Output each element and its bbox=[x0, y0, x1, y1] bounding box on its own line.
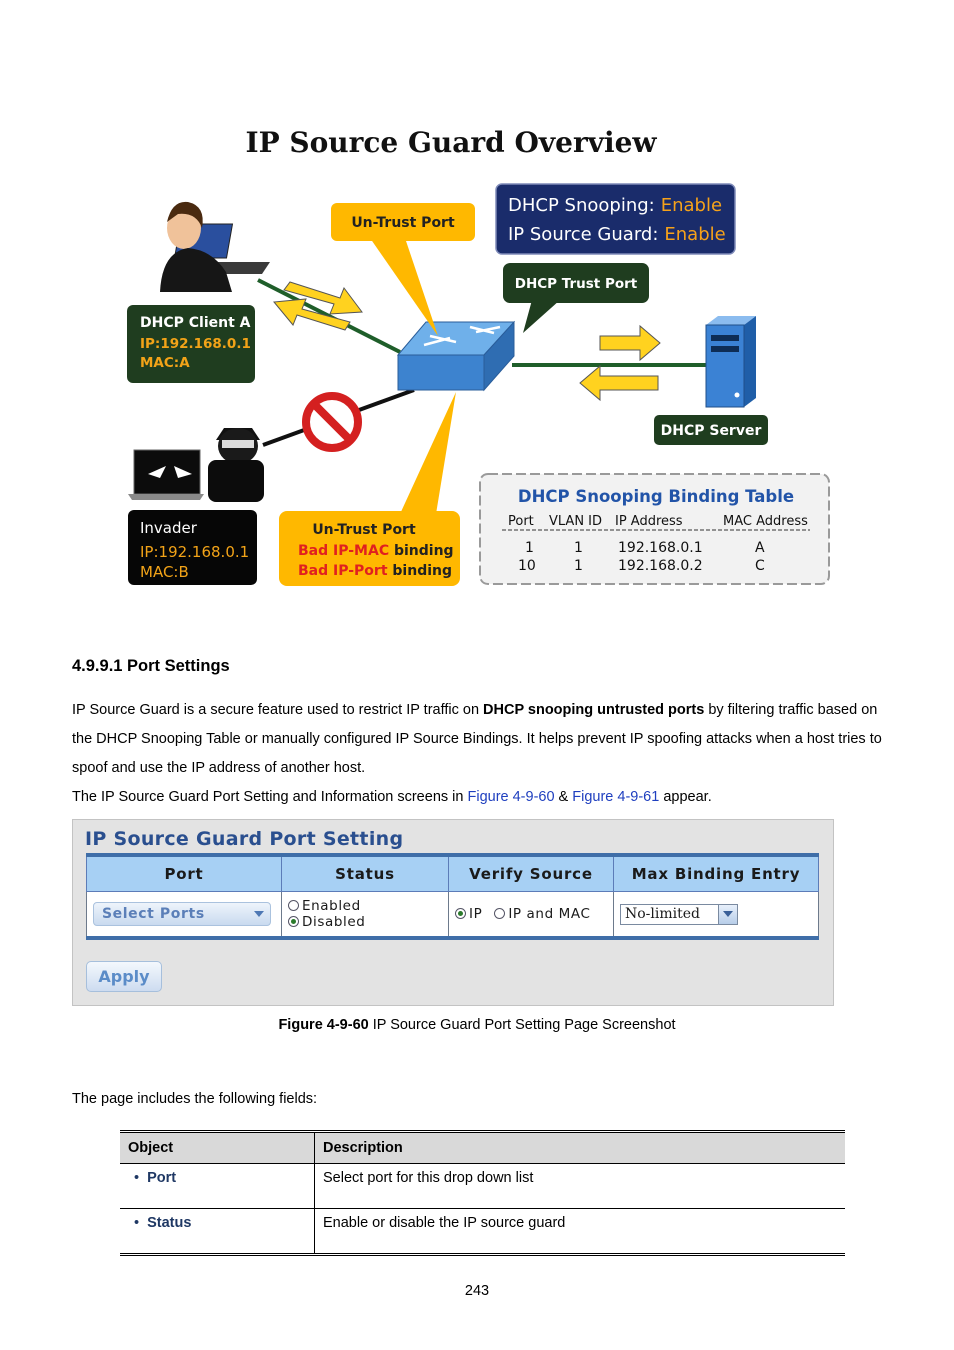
svg-text:Port: Port bbox=[508, 514, 534, 529]
figure-4-9-60-link[interactable]: Figure 4-9-60 bbox=[467, 789, 555, 805]
svg-text:Bad IP-Port binding: Bad IP-Port binding bbox=[298, 563, 452, 579]
bullet-icon: • bbox=[134, 1215, 140, 1231]
svg-text:IP:192.168.0.1: IP:192.168.0.1 bbox=[140, 336, 251, 352]
radio-ip-and-mac[interactable] bbox=[494, 908, 506, 919]
dhcp-server-icon bbox=[705, 316, 756, 408]
svg-text:A: A bbox=[755, 540, 765, 556]
svg-text:DHCP Server: DHCP Server bbox=[661, 423, 762, 439]
svg-text:Invader: Invader bbox=[140, 519, 198, 537]
svg-text:1: 1 bbox=[525, 540, 534, 556]
svg-text:IP:192.168.0.1: IP:192.168.0.1 bbox=[140, 543, 249, 561]
diagram-title: IP Source Guard Overview bbox=[245, 126, 657, 159]
svg-text:Un-Trust Port: Un-Trust Port bbox=[351, 215, 455, 231]
svg-text:MAC:B: MAC:B bbox=[140, 563, 189, 581]
svg-text:VLAN ID: VLAN ID bbox=[549, 514, 602, 529]
fields-intro: The page includes the following fields: bbox=[72, 1091, 318, 1107]
verify-source-cell: IP IP and MAC bbox=[448, 891, 614, 940]
binding-table-title: DHCP Snooping Binding Table bbox=[518, 487, 794, 506]
svg-text:Un-Trust Port: Un-Trust Port bbox=[312, 522, 416, 538]
object-description: Enable or disable the IP source guard bbox=[314, 1208, 845, 1256]
untrust-port-callout-top: Un-Trust Port bbox=[331, 203, 475, 336]
prohibited-icon bbox=[302, 392, 362, 452]
port-setting-table: Port Status Verify Source Max Binding En… bbox=[86, 853, 819, 940]
switch-icon bbox=[396, 320, 516, 392]
invader-person-icon bbox=[208, 428, 264, 502]
max-binding-cell: No-limited bbox=[613, 891, 819, 940]
radio-enabled[interactable] bbox=[288, 900, 299, 911]
header-max-binding-entry: Max Binding Entry bbox=[613, 853, 819, 892]
section-heading: 4.9.9.1 Port Settings bbox=[72, 657, 230, 675]
dhcp-trust-port-callout: DHCP Trust Port bbox=[503, 263, 649, 333]
select-ports-dropdown[interactable]: Select Ports bbox=[93, 902, 271, 926]
header-verify-source: Verify Source bbox=[448, 853, 614, 892]
verify-ip-option[interactable]: IP bbox=[455, 906, 482, 922]
table-row: • Port Select port for this drop down lis… bbox=[120, 1163, 845, 1209]
chevron-down-icon bbox=[254, 911, 264, 917]
status-cell: EnabledDisabled bbox=[281, 891, 449, 940]
arrow-left-icon bbox=[579, 364, 659, 402]
svg-text:Bad IP-MAC binding: Bad IP-MAC binding bbox=[298, 543, 454, 559]
svg-text:IP Source Guard:Enable: IP Source Guard:Enable bbox=[508, 224, 726, 245]
status-enabled-option[interactable]: Enabled bbox=[288, 898, 361, 914]
figure-caption: Figure 4-9-60 IP Source Guard Port Setti… bbox=[278, 1017, 676, 1033]
port-cell: Select Ports bbox=[86, 891, 282, 940]
svg-text:1: 1 bbox=[574, 540, 583, 556]
header-object: Object bbox=[120, 1130, 315, 1164]
radio-ip[interactable] bbox=[455, 908, 466, 919]
svg-text:C: C bbox=[755, 558, 765, 574]
object-name: Port bbox=[147, 1170, 177, 1186]
header-status: Status bbox=[281, 853, 449, 892]
verify-ip-and-mac-option[interactable]: IP and MAC bbox=[494, 906, 590, 922]
dhcp-server-label: DHCP Server bbox=[654, 415, 768, 445]
arrow-left-icon bbox=[273, 298, 351, 331]
dhcp-client-person-icon bbox=[160, 201, 270, 292]
radio-disabled[interactable] bbox=[288, 916, 299, 927]
panel-title: IP Source Guard Port Setting bbox=[85, 828, 404, 850]
figure-4-9-61-link[interactable]: Figure 4-9-61 bbox=[572, 789, 660, 805]
svg-text:10: 10 bbox=[518, 558, 536, 574]
page-number: 243 bbox=[464, 1283, 490, 1299]
header-description: Description bbox=[314, 1130, 845, 1164]
svg-text:DHCP Client A: DHCP Client A bbox=[140, 315, 251, 331]
bullet-icon: • bbox=[134, 1170, 140, 1186]
ip-source-guard-overview-diagram: IP Source Guard Overview Un-Trust Port D… bbox=[127, 126, 830, 586]
arrow-right-icon bbox=[283, 281, 363, 315]
intro-paragraph: IP Source Guard is a secure feature used… bbox=[72, 702, 882, 776]
svg-text:1: 1 bbox=[574, 558, 583, 574]
dhcp-snooping-binding-table: DHCP Snooping Binding Table Port VLAN ID… bbox=[479, 473, 830, 585]
invader-box: Invader IP:192.168.0.1 MAC:B bbox=[128, 510, 257, 585]
object-name: Status bbox=[147, 1215, 192, 1231]
figure-reference-paragraph: The IP Source Guard Port Setting and Inf… bbox=[72, 789, 712, 805]
ip-source-guard-port-setting-panel: IP Source Guard Port Setting Port Status… bbox=[72, 819, 834, 1006]
max-binding-entry-select[interactable]: No-limited bbox=[620, 903, 738, 925]
svg-text:IP Address: IP Address bbox=[615, 514, 683, 529]
svg-text:MAC Address: MAC Address bbox=[723, 514, 808, 529]
svg-text:192.168.0.2: 192.168.0.2 bbox=[618, 558, 703, 574]
object-description: Select port for this drop down list bbox=[314, 1163, 845, 1209]
status-disabled-option[interactable]: Disabled bbox=[288, 914, 365, 930]
fields-table: Object Description • Port Select port for… bbox=[120, 1130, 845, 1256]
svg-text:DHCP Snooping:Enable: DHCP Snooping:Enable bbox=[508, 195, 722, 216]
untrust-port-callout-bottom: Un-Trust Port Bad IP-MAC binding Bad IP-… bbox=[279, 392, 460, 586]
table-row: • Status Enable or disable the IP source … bbox=[120, 1208, 845, 1256]
header-port: Port bbox=[86, 853, 282, 892]
invader-laptop-icon bbox=[128, 449, 204, 500]
svg-text:DHCP Trust Port: DHCP Trust Port bbox=[515, 276, 638, 292]
svg-text:MAC:A: MAC:A bbox=[140, 355, 190, 371]
dhcp-client-box: DHCP Client A IP:192.168.0.1 MAC:A bbox=[127, 305, 255, 383]
svg-text:192.168.0.1: 192.168.0.1 bbox=[618, 540, 703, 556]
apply-button[interactable]: Apply bbox=[86, 961, 162, 992]
chevron-down-icon bbox=[718, 904, 737, 924]
status-box: DHCP Snooping:Enable IP Source Guard:Ena… bbox=[495, 183, 736, 255]
arrow-right-icon bbox=[599, 324, 661, 362]
